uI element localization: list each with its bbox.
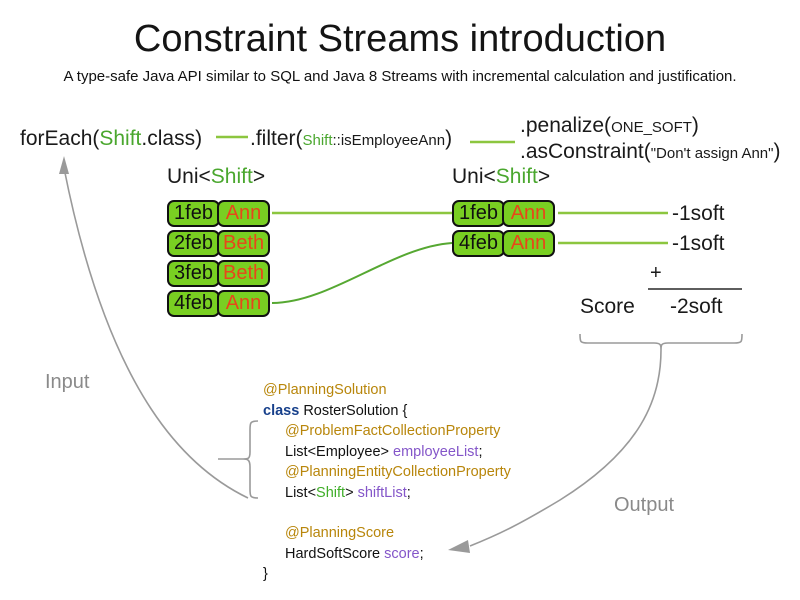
code-field-type-shift-list-suffix: > (345, 484, 358, 501)
code-class-declaration: RosterSolution { (299, 402, 408, 419)
filter-prefix: .filter( (250, 127, 303, 150)
uni-left-prefix: Uni< (167, 165, 211, 188)
for-each-type: Shift (99, 127, 142, 150)
score-operator: + (650, 262, 662, 284)
code-field-name-score: score (384, 545, 420, 562)
code-annotation-planning-entity-collection: @PlanningEntityCollectionProperty (285, 464, 511, 480)
tuple-employee: Ann (217, 290, 270, 317)
filter-type: Shift (302, 132, 333, 149)
tuple-employee: Beth (217, 230, 271, 257)
code-field-type-employee-list: List<Employee> (285, 443, 394, 460)
score-total: -2soft (670, 295, 723, 318)
expression-penalize: .penalize(ONE_SOFT) (520, 114, 699, 139)
uni-label-right: Uni<Shift> (452, 165, 550, 189)
code-blank-line (263, 503, 511, 523)
code-group-brace (242, 420, 259, 499)
code-annotation-planning-solution: @PlanningSolution (263, 382, 387, 398)
as-constraint-suffix: ) (773, 140, 781, 163)
code-semicolon: ; (406, 484, 411, 501)
score-item: -1soft (672, 202, 725, 225)
for-each-prefix: forEach( (20, 127, 100, 150)
expression-as-constraint: .asConstraint("Don't assign Ann") (520, 140, 780, 165)
tuple-date: 4feb (452, 230, 505, 257)
code-field-type-score: HardSoftScore (285, 545, 385, 562)
table-row: 4feb Ann (167, 290, 270, 317)
penalize-arg: ONE_SOFT (611, 119, 692, 136)
code-semicolon: ; (419, 545, 424, 562)
for-each-suffix: .class) (141, 127, 203, 150)
code-field-type-shift-list-prefix: List< (285, 484, 317, 501)
penalize-prefix: .penalize( (520, 114, 612, 137)
input-arrow-head (59, 156, 69, 174)
tuple-date: 3feb (167, 260, 220, 287)
tuple-employee: Beth (217, 260, 271, 287)
page-title: Constraint Streams introduction (133, 18, 667, 60)
score-label: Score (580, 295, 635, 318)
tuple-employee: Ann (502, 230, 555, 257)
tuple-date: 1feb (167, 200, 220, 227)
tuple-date: 1feb (452, 200, 505, 227)
code-field-name-employee-list: employeeList (393, 443, 479, 460)
uni-left-suffix: > (252, 165, 266, 188)
expression-filter: .filter(Shift::isEmployeeAnn) (250, 127, 452, 152)
as-constraint-arg: "Don't assign Ann" (650, 145, 774, 162)
uni-right-prefix: Uni< (452, 165, 496, 188)
code-block: @PlanningSolution class RosterSolution {… (263, 380, 511, 585)
uni-label-left: Uni<Shift> (167, 165, 265, 189)
tuple-employee: Ann (502, 200, 555, 227)
penalize-suffix: ) (691, 114, 699, 137)
code-annotation-planning-score: @PlanningScore (285, 525, 395, 541)
tuple-date: 2feb (167, 230, 220, 257)
page-subtitle: A type-safe Java API similar to SQL and … (63, 68, 737, 85)
table-row: 3feb Beth (167, 260, 271, 287)
expression-for-each: forEach(Shift.class) (20, 127, 202, 152)
caption-input: Input (45, 371, 90, 393)
score-item: -1soft (672, 232, 725, 255)
tuple-employee: Ann (217, 200, 270, 227)
caption-output: Output (614, 494, 675, 516)
code-keyword-class: class (263, 402, 300, 419)
uni-right-suffix: > (537, 165, 551, 188)
table-row: 1feb Ann (167, 200, 270, 227)
score-brace (579, 333, 743, 351)
tuple-date: 4feb (167, 290, 220, 317)
uni-left-type: Shift (210, 165, 253, 188)
code-semicolon: ; (478, 443, 483, 460)
code-field-name-shift-list: shiftList (357, 484, 407, 501)
uni-right-type: Shift (495, 165, 538, 188)
filter-method: ::isEmployeeAnn (332, 132, 446, 149)
table-row: 4feb Ann (452, 230, 555, 257)
as-constraint-prefix: .asConstraint( (520, 140, 651, 163)
wire-tuple-4feb (271, 242, 453, 304)
table-row: 2feb Beth (167, 230, 271, 257)
filter-suffix: ) (445, 127, 453, 150)
code-closing-brace: } (263, 566, 268, 582)
score-divider-rule (648, 288, 742, 290)
code-annotation-problem-fact-collection: @ProblemFactCollectionProperty (285, 423, 501, 439)
code-field-type-shift: Shift (316, 484, 346, 501)
table-row: 1feb Ann (452, 200, 555, 227)
